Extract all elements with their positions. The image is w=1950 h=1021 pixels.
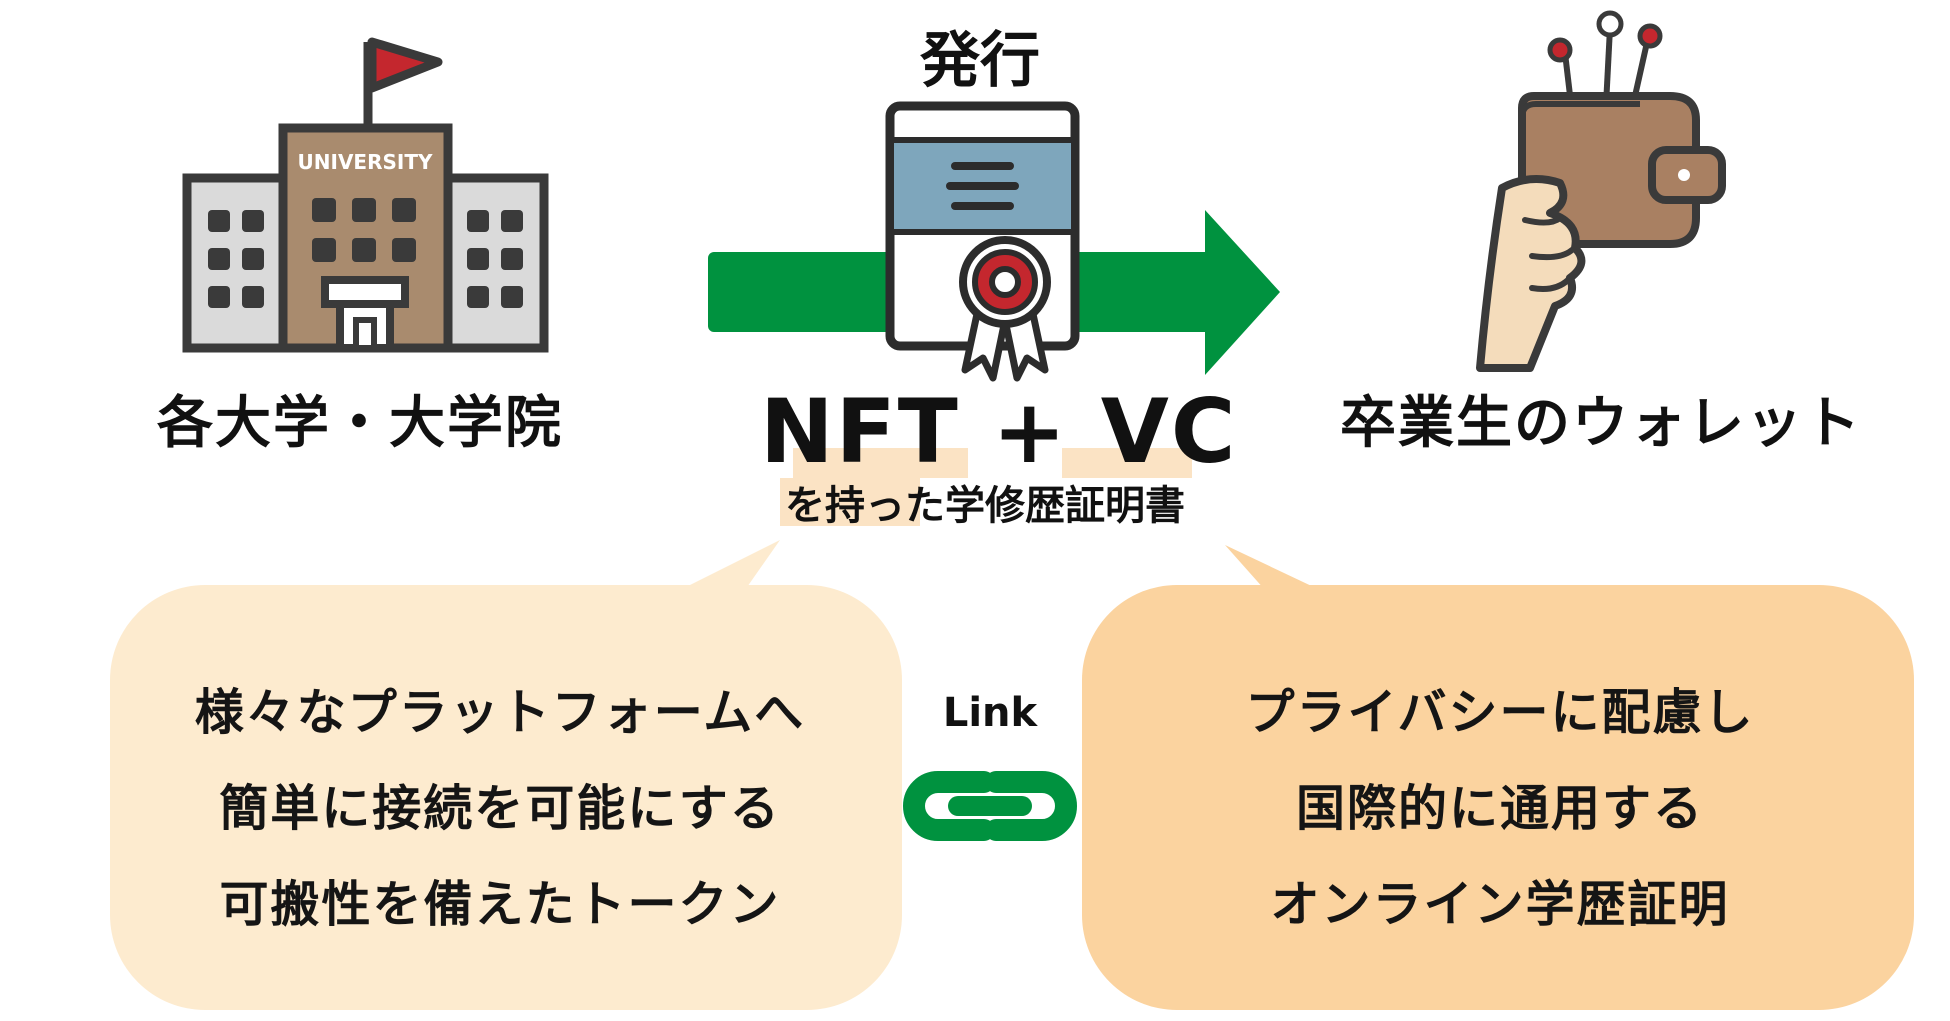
wallet-in-hand-icon bbox=[1476, 10, 1726, 372]
left-bubble-line: 可搬性を備えたトークン bbox=[219, 876, 781, 933]
chain-link-icon bbox=[903, 771, 1077, 841]
right-bubble-line: プライバシーに配慮し bbox=[1245, 684, 1755, 741]
university-label: 各大学・大学院 bbox=[157, 391, 563, 456]
link-label: Link bbox=[942, 690, 1038, 736]
university-building-icon: UNIVERSITY bbox=[182, 37, 549, 353]
right-bubble-text: プライバシーに配慮し 国際的に通用する オンライン学歴証明 bbox=[1090, 665, 1910, 953]
caption-highlight bbox=[780, 478, 920, 526]
right-bubble-line: 国際的に通用する bbox=[1295, 780, 1704, 837]
left-bubble-line: 簡単に接続を可能にする bbox=[219, 780, 781, 837]
certificate-document-icon bbox=[885, 101, 1080, 382]
left-bubble-text: 様々なプラットフォームへ 簡単に接続を可能にする 可搬性を備えたトークン bbox=[120, 665, 880, 953]
wallet-label: 卒業生のウォレット bbox=[1340, 391, 1862, 456]
credential-caption: を持った学修歴証明書 bbox=[785, 483, 1185, 529]
issue-label: 発行 bbox=[920, 26, 1040, 96]
nft-highlight bbox=[793, 448, 968, 478]
left-bubble-line: 様々なプラットフォームへ bbox=[194, 684, 806, 741]
right-bubble-line: オンライン学歴証明 bbox=[1270, 876, 1730, 933]
credential-title: NFT + VC bbox=[760, 380, 1238, 483]
building-sign: UNIVERSITY bbox=[298, 150, 433, 174]
vc-highlight bbox=[1062, 448, 1192, 478]
